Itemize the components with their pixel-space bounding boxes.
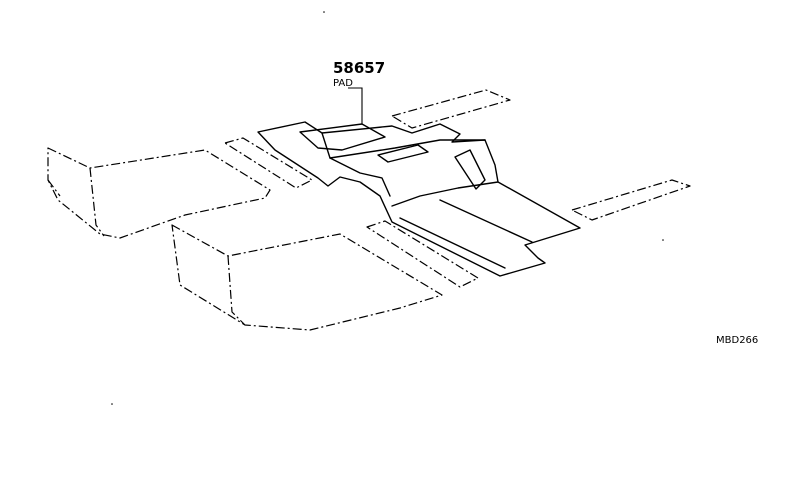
rear-left-floor-carpet — [171, 224, 443, 331]
strip-pieces — [224, 89, 691, 288]
center-tunnel-carpet — [257, 121, 581, 277]
figure-code: MBD266 — [716, 335, 758, 346]
part-name-label: PAD — [333, 78, 353, 89]
part-number-label: 58657 — [333, 59, 385, 77]
specks — [111, 11, 664, 405]
leader-line — [348, 87, 363, 124]
pad-58657 — [299, 123, 386, 151]
front-left-floor-carpet — [47, 147, 271, 239]
